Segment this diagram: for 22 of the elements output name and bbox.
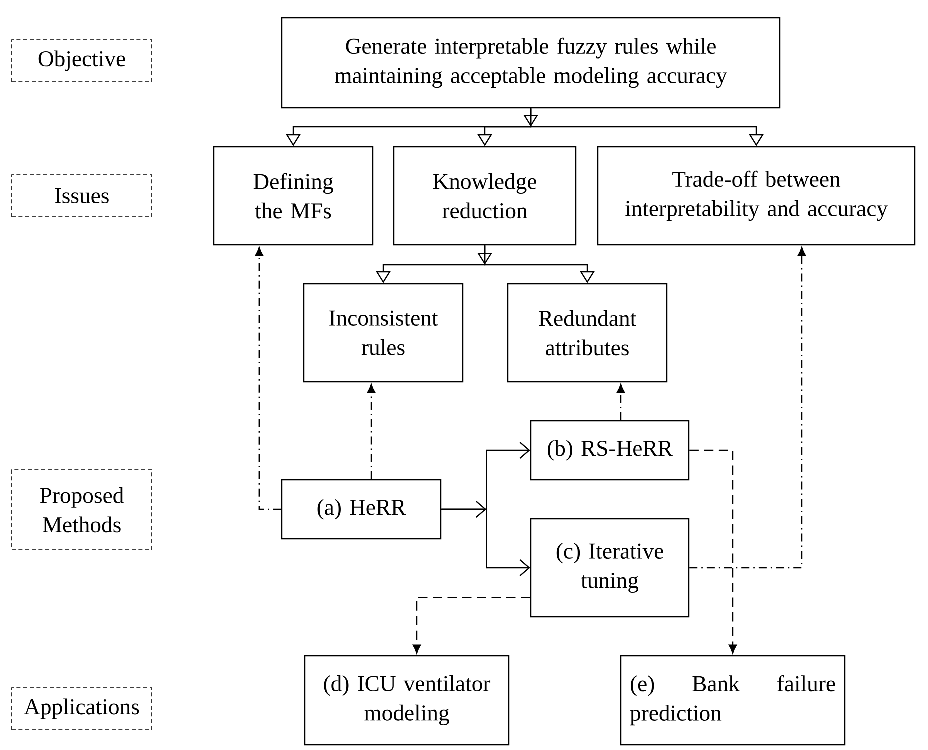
section-label: Issues [12,174,152,218]
arrow [690,450,738,654]
method-box: (c) Iterative tuning [530,518,690,618]
application-box: (e) Bank failure prediction [620,655,846,746]
method-box: (a) HeRR [281,479,442,540]
method-box: (b) RS-HeRR [530,420,690,481]
arrow [367,384,376,480]
arrow [255,247,282,510]
arrow [412,597,530,654]
section-label: Proposed Methods [12,470,152,550]
issue-box: Redundant attributes [507,283,668,383]
arrow [690,247,806,569]
issue-box: Trade-off between interpretability and accuracy [597,146,916,246]
objective-box: Generate interpretable fuzzy rules while maintaining acceptable modeling accuracy [281,17,781,109]
arrow [442,508,530,576]
arrow [616,384,626,420]
section-label: Objective [12,40,152,82]
issue-box: Defining the MFs [213,146,374,246]
issue-box: Inconsistent rules [303,283,464,383]
section-label: Applications [12,688,152,730]
issue-box: Knowledge reduction [393,146,577,246]
application-box: (d) ICU ventilator modeling [304,655,510,746]
